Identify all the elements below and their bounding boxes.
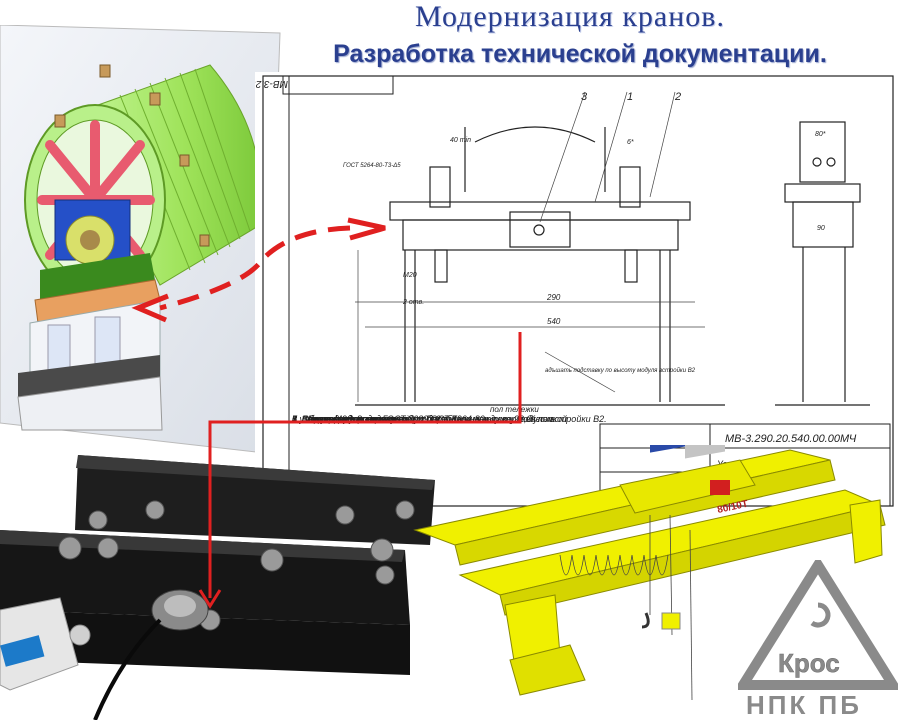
- callout-2: 2: [674, 91, 681, 103]
- dim-80: 80*: [815, 131, 826, 138]
- note-line: и упорами подставки.: [292, 414, 386, 424]
- logo-top-text: Крос: [778, 648, 840, 678]
- crane-render: 80/10Т: [413, 445, 886, 701]
- trolley: [650, 445, 730, 495]
- floor-label: пол тележки: [490, 405, 539, 414]
- company-logo: Крос НПК ПБ: [738, 560, 898, 720]
- dim-m20: М20: [403, 272, 417, 279]
- stamp-rotated: МВ-3.290.20.540.00.00МЧ: [255, 78, 288, 89]
- load-cell-sensor: [151, 589, 209, 631]
- dim-290: 290: [546, 293, 561, 302]
- stamp-main: МВ-3.290.20.540.00.00МЧ: [725, 433, 857, 445]
- callout-3: 3: [581, 91, 588, 103]
- dim-40: 40 min: [450, 137, 471, 144]
- adjust-label: адъшать подставку по высоту модуля встро…: [545, 367, 696, 374]
- logo-bottom-text: НПК ПБ: [746, 690, 862, 720]
- dim-540: 540: [547, 317, 561, 326]
- page-title: Модернизация кранов.: [415, 0, 725, 33]
- dim-90: 90: [817, 225, 825, 232]
- page-subtitle: Разработка технической документации.: [333, 40, 827, 68]
- drum-render: [0, 25, 281, 454]
- dim-6: 6*: [627, 139, 634, 146]
- gost-label: ГОСТ 5264-80-Т3-Δ5: [343, 163, 401, 169]
- bearing-block: [54, 199, 131, 265]
- junction-box: [0, 597, 91, 691]
- load-cell-module: [0, 455, 435, 720]
- dim-2otv: 2 отв.: [402, 299, 424, 306]
- support-base: [17, 253, 163, 431]
- callout-1: 1: [627, 91, 633, 103]
